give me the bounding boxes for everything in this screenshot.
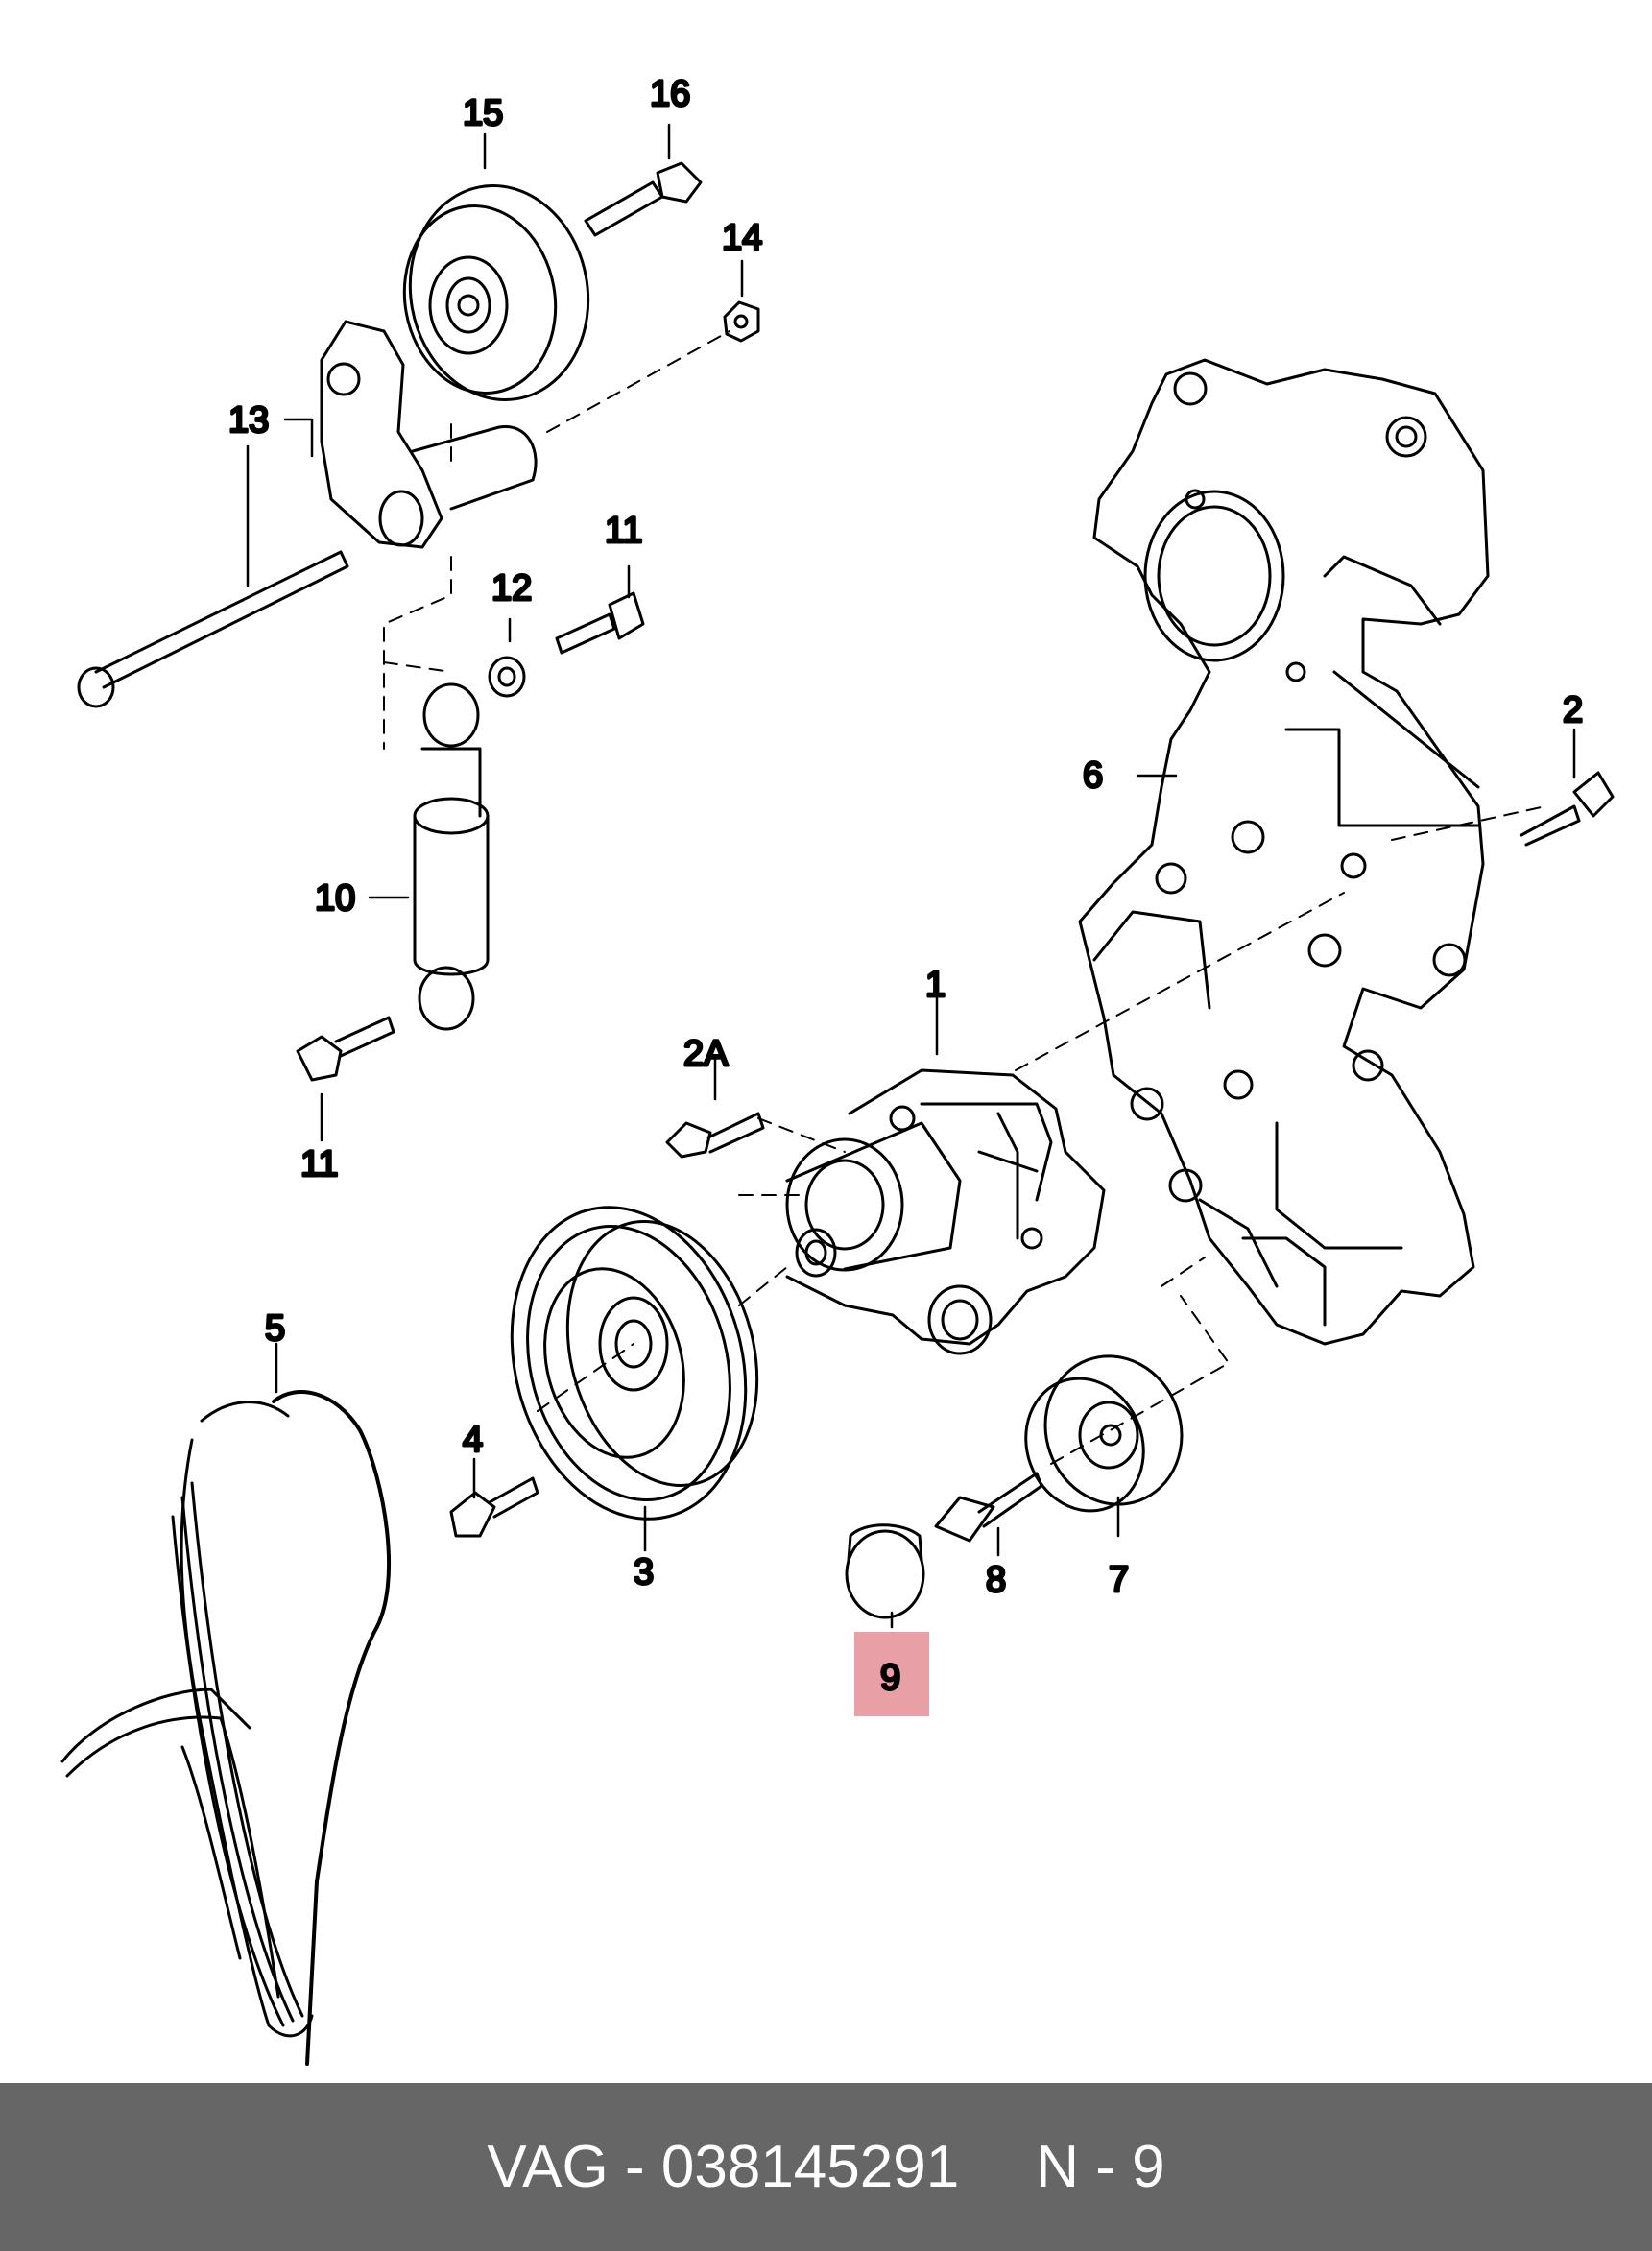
callout-7: 7	[1109, 1560, 1129, 1600]
callout-11-upper: 11	[605, 511, 642, 551]
part-5-belt	[60, 1390, 392, 2066]
leader-lines	[246, 123, 1576, 1629]
part-6-bracket	[1078, 358, 1490, 1346]
exploded-parts-diagram: 1 2 2A 3 4 5 6 7 8 9 10 11 11 12 13 14 1…	[60, 73, 1615, 2066]
part-13-tensioner-arm	[320, 320, 538, 549]
part-3-pulley	[510, 1206, 759, 1521]
part-8-bolt	[934, 1472, 1043, 1543]
callout-6: 6	[1083, 755, 1103, 796]
part-2A-bolt	[665, 1112, 765, 1159]
part-7-idler-roller	[1024, 1354, 1184, 1513]
dashed-alignment-lines	[383, 330, 1546, 1465]
part-13-long-bolt	[77, 550, 349, 708]
part-2-bolt	[1520, 771, 1615, 847]
callout-8: 8	[986, 1560, 1006, 1600]
callout-5: 5	[265, 1308, 285, 1349]
callout-3: 3	[634, 1552, 654, 1592]
part-15-tensioner-pulley	[402, 184, 590, 401]
footer-brand: VAG	[487, 2134, 609, 2200]
callout-14: 14	[722, 218, 762, 258]
callout-15: 15	[463, 93, 503, 133]
footer-position: N - 9	[1036, 2134, 1165, 2200]
part-14-nut	[723, 300, 760, 343]
part-4-bolt	[449, 1476, 539, 1538]
callout-2A: 2A	[683, 1034, 729, 1074]
footer-bar: VAG - 038145291 N - 9	[0, 2083, 1652, 2251]
part-10-damper	[413, 682, 490, 1031]
callout-12: 12	[491, 568, 532, 609]
callout-1: 1	[925, 965, 946, 1005]
footer-part-number: 038145291	[660, 2134, 960, 2200]
callout-4: 4	[463, 1420, 483, 1460]
part-11-lower-bolt	[296, 1016, 395, 1082]
callout-9: 9	[880, 1658, 900, 1698]
part-16-bolt	[584, 161, 703, 237]
callout-10: 10	[315, 878, 355, 919]
footer-separator: -	[624, 2134, 645, 2200]
callout-11-lower: 11	[300, 1144, 338, 1185]
part-9-cap	[845, 1523, 925, 1619]
highlight-box-9	[854, 1632, 929, 1716]
callout-16: 16	[650, 74, 690, 114]
part-1-pump	[785, 1068, 1106, 1355]
part-11-upper-bolt	[555, 591, 645, 655]
callout-13: 13	[228, 400, 269, 441]
part-12-washer	[488, 656, 526, 698]
callout-2: 2	[1563, 690, 1583, 730]
